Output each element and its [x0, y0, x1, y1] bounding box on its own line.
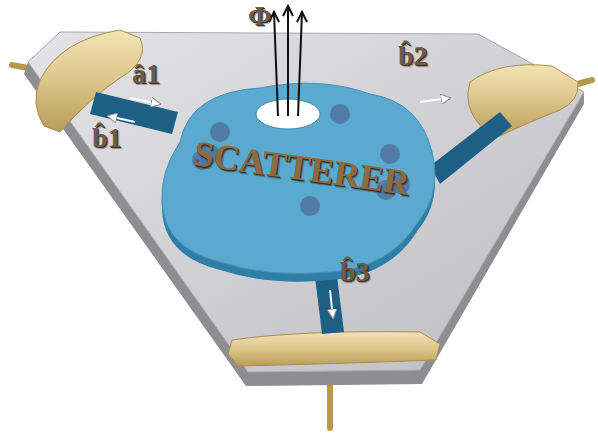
- mode-label: b̂3: [340, 256, 370, 288]
- mode-label: b̂1: [92, 122, 122, 154]
- flux-symbol: Φ: [248, 0, 271, 32]
- scatterer-region: SCATTERER: [150, 72, 445, 282]
- mode-label: b̂2: [398, 40, 428, 72]
- mode-label: â1: [132, 58, 160, 90]
